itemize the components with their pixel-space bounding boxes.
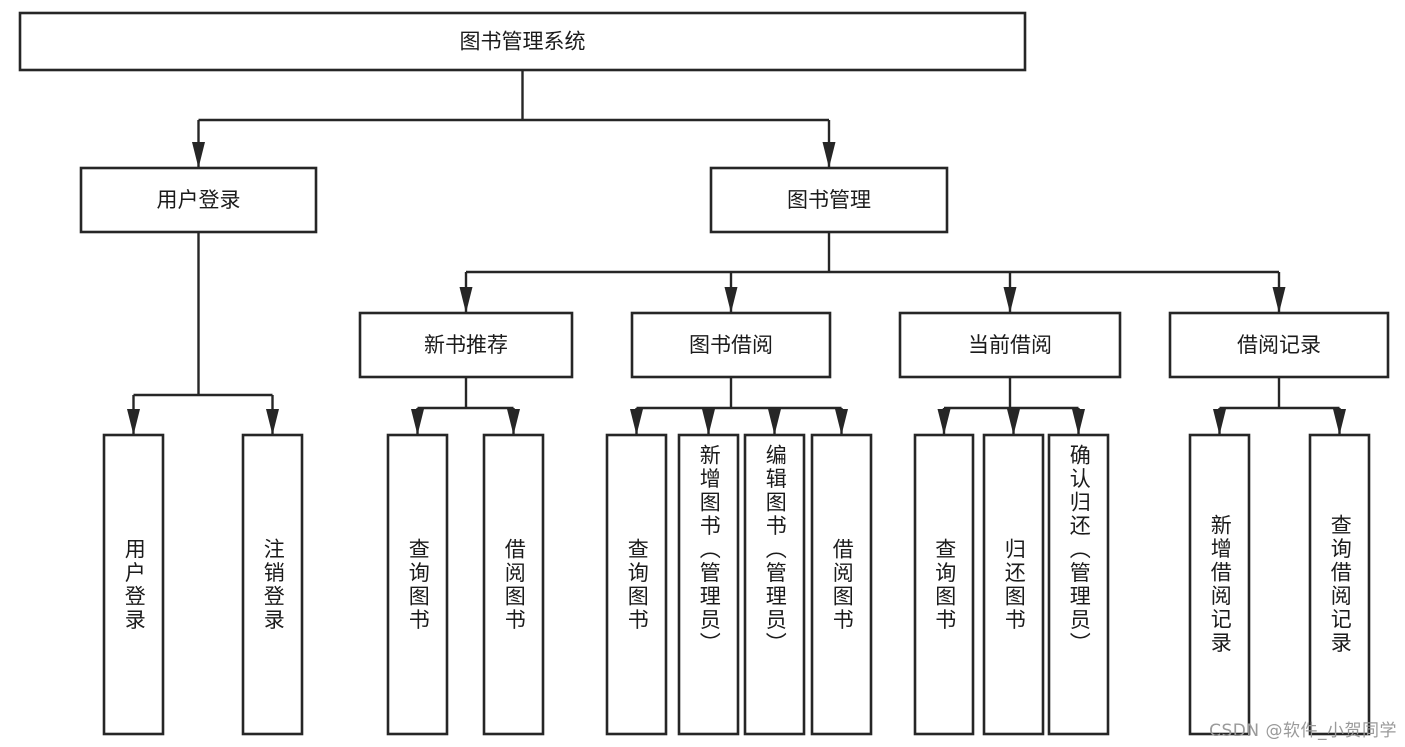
node-box-root[interactable] bbox=[18, 11, 1027, 72]
node-label-book-manage: 图书管理 bbox=[787, 188, 871, 212]
node-box-leaf-confirm-return[interactable] bbox=[1047, 433, 1110, 736]
arrow-head-icon bbox=[411, 409, 424, 435]
node-label-root: 图书管理系统 bbox=[460, 30, 586, 54]
connector-lines bbox=[127, 70, 1346, 435]
arrow-head-icon bbox=[702, 409, 715, 435]
node-label-borrow-record: 借阅记录 bbox=[1237, 333, 1321, 357]
node-box-borrow-record[interactable] bbox=[1168, 311, 1390, 379]
arrow-head-icon bbox=[459, 287, 473, 313]
node-box-new-book-recommend[interactable] bbox=[358, 311, 574, 379]
node-box-leaf-return-book[interactable] bbox=[982, 433, 1045, 736]
node-label-user-login: 用户登录 bbox=[157, 188, 241, 212]
node-box-leaf-query-book-borrow[interactable] bbox=[605, 433, 668, 736]
arrow-head-icon bbox=[1333, 409, 1346, 435]
arrow-head-icon bbox=[768, 409, 781, 435]
node-box-book-manage[interactable] bbox=[709, 166, 949, 234]
arrow-head-icon bbox=[724, 287, 738, 313]
node-label-current-borrow: 当前借阅 bbox=[968, 333, 1052, 357]
node-box-leaf-edit-book[interactable] bbox=[743, 433, 806, 736]
arrow-head-icon bbox=[630, 409, 643, 435]
watermark-text: CSDN @软件_小贺同学 bbox=[1209, 721, 1397, 741]
node-box-leaf-add-borrow-record[interactable] bbox=[1188, 433, 1251, 736]
arrow-head-icon bbox=[1007, 409, 1020, 435]
arrow-head-icon bbox=[822, 142, 836, 168]
arrow-head-icon bbox=[1272, 287, 1286, 313]
arrow-head-icon bbox=[507, 409, 520, 435]
arrow-head-icon bbox=[192, 142, 205, 168]
arrow-head-icon bbox=[266, 409, 279, 435]
node-box-user-login[interactable] bbox=[79, 166, 318, 234]
node-box-leaf-query-book-recommend[interactable] bbox=[386, 433, 449, 736]
node-box-leaf-logout-login[interactable] bbox=[241, 433, 304, 736]
node-box-leaf-add-book[interactable] bbox=[677, 433, 740, 736]
node-box-leaf-query-book-current[interactable] bbox=[913, 433, 975, 736]
arrow-head-icon bbox=[1003, 287, 1017, 313]
node-boxes bbox=[18, 11, 1390, 736]
node-box-leaf-borrow-book[interactable] bbox=[810, 433, 873, 736]
node-box-current-borrow[interactable] bbox=[898, 311, 1122, 379]
node-label-new-book-recommend: 新书推荐 bbox=[424, 333, 508, 357]
node-box-leaf-user-login[interactable] bbox=[102, 433, 165, 736]
arrow-head-icon bbox=[1072, 409, 1085, 435]
node-box-book-borrow[interactable] bbox=[630, 311, 832, 379]
node-box-leaf-borrow-book-recommend[interactable] bbox=[482, 433, 545, 736]
node-label-book-borrow: 图书借阅 bbox=[689, 333, 773, 357]
node-box-leaf-query-borrow-record[interactable] bbox=[1308, 433, 1371, 736]
arrow-head-icon bbox=[835, 409, 848, 435]
arrow-head-icon bbox=[937, 409, 951, 435]
arrow-head-icon bbox=[1213, 409, 1226, 435]
arrow-head-icon bbox=[127, 409, 140, 435]
